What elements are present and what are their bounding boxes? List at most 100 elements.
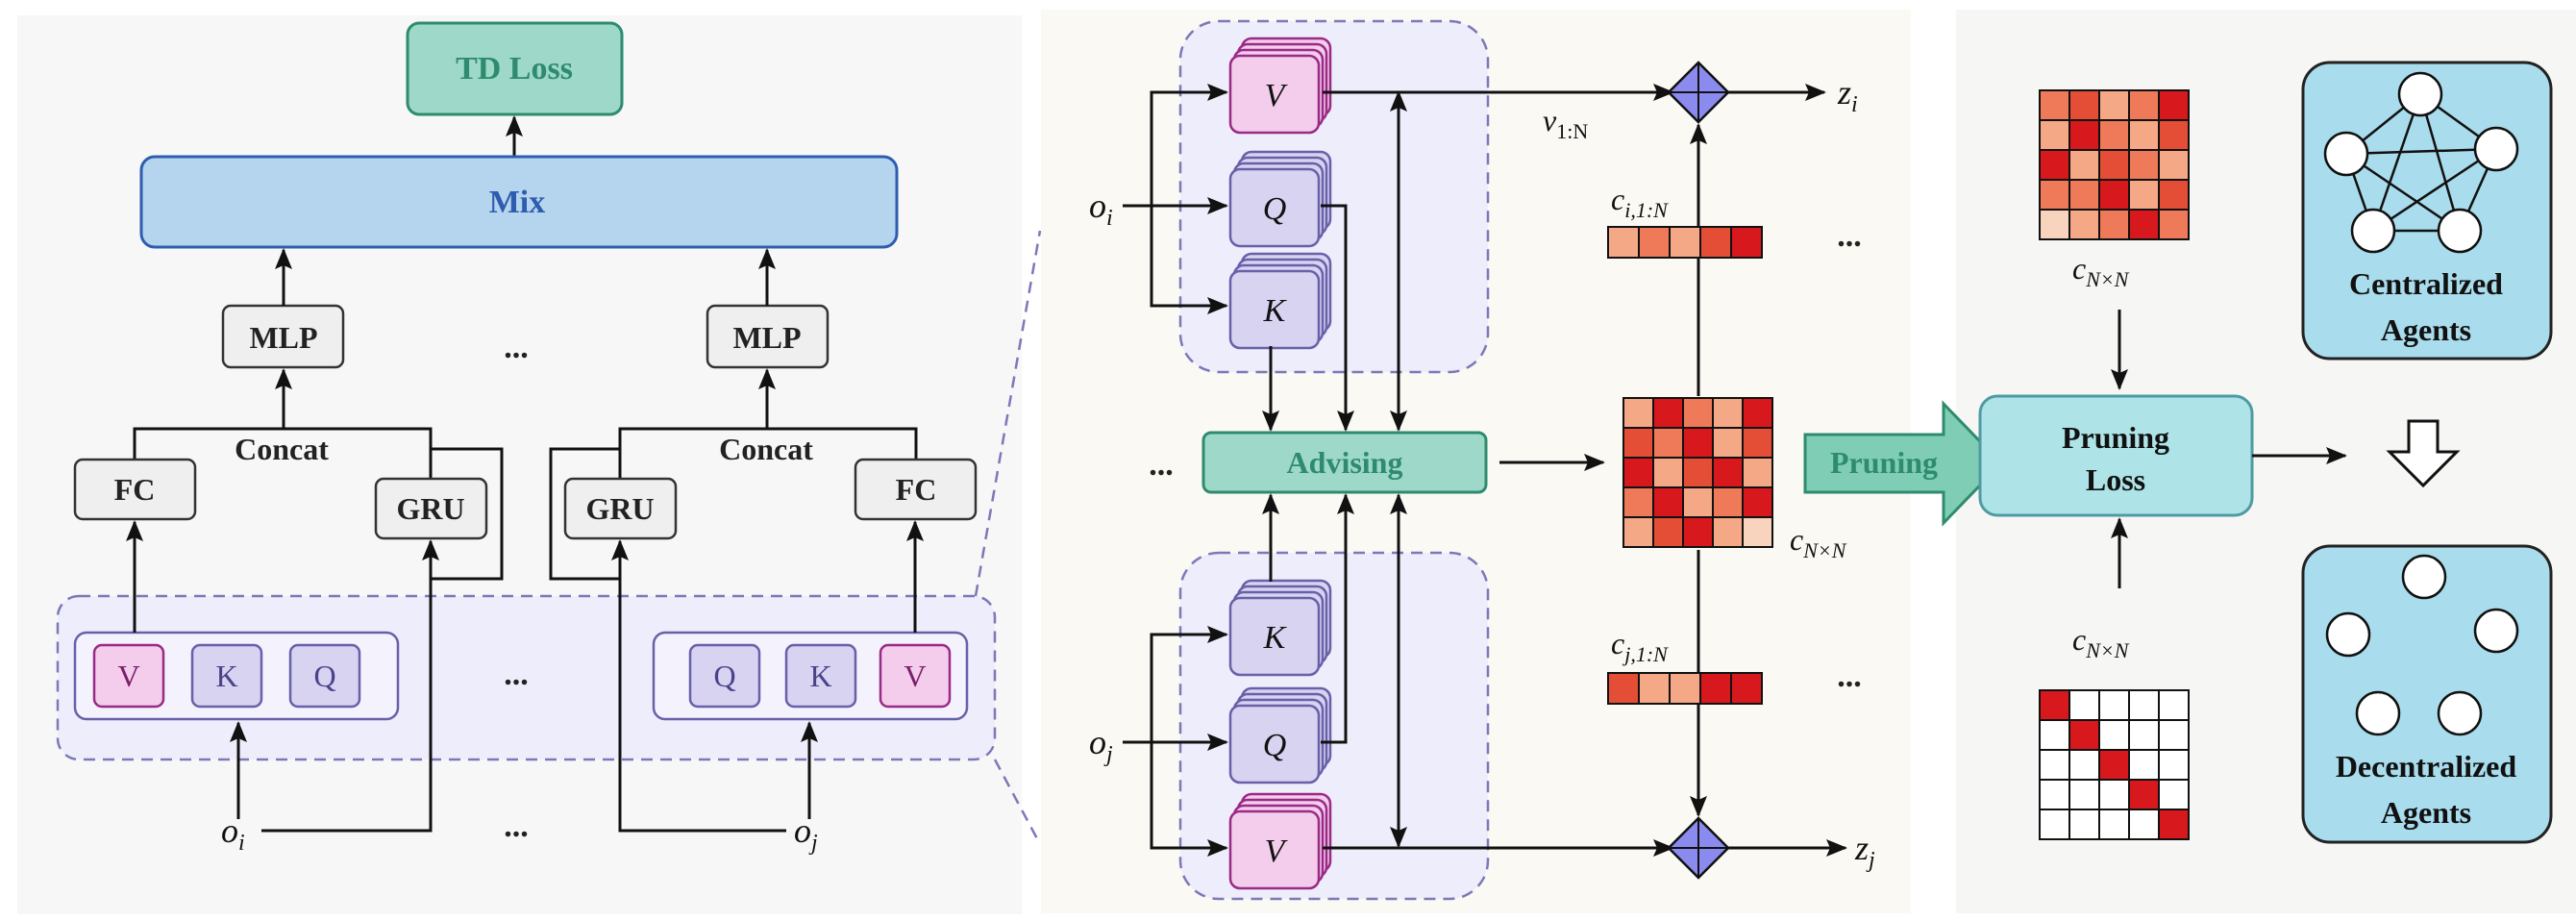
dense-matrix-cell [2128, 119, 2160, 151]
svg-text:Q: Q [713, 659, 735, 693]
gru-right-box: GRU [563, 477, 678, 540]
dense-matrix-cell [2039, 209, 2070, 240]
pruning-loss-box: Pruning Loss [1978, 394, 2254, 517]
advice-matrix-cell [1622, 486, 1654, 518]
advice-matrix-cell [1712, 427, 1744, 459]
dense-matrix-cell [2158, 209, 2190, 240]
fc-left-box: FC [73, 458, 197, 521]
svg-text:oj: oj [794, 811, 818, 856]
identity-matrix-cell [2128, 719, 2160, 751]
dense-matrix-cell [2098, 209, 2130, 240]
dense-matrix-cell [2068, 149, 2100, 181]
obs-i-middle: oi [1089, 187, 1113, 231]
identity-matrix-cell [2068, 719, 2100, 751]
identity-matrix-cell [2039, 809, 2070, 840]
advising-box: Advising [1201, 431, 1488, 494]
agent-node [2473, 126, 2519, 172]
k-box-left: K [190, 643, 263, 709]
advice-matrix-cell [1652, 427, 1684, 459]
dense-matrix-cell [2098, 119, 2130, 151]
advice-row-i-cell [1730, 226, 1763, 259]
c-j-label: cj,1:N [1611, 626, 1669, 666]
advice-row-j-cell [1669, 672, 1701, 705]
advice-matrix-cell [1742, 516, 1773, 548]
gru-left-box: GRU [374, 477, 488, 540]
agent-node [2401, 554, 2447, 600]
advice-matrix-cell [1742, 427, 1773, 459]
advice-row-j-cell [1699, 672, 1732, 705]
identity-matrix-cell [2158, 719, 2190, 751]
identity-matrix-cell [2068, 689, 2100, 721]
advice-row-i-cell [1669, 226, 1701, 259]
advice-matrix-cell [1682, 516, 1714, 548]
svg-text:K: K [809, 659, 831, 693]
v-stack-i: V [1228, 37, 1332, 135]
svg-text:GRU: GRU [585, 491, 654, 526]
advice-row-j-cell [1730, 672, 1763, 705]
advice-row-j-cell [1607, 672, 1640, 705]
agent-node [2397, 71, 2443, 117]
svg-text:cj,1:N: cj,1:N [1611, 626, 1669, 666]
identity-matrix-cell [2039, 689, 2070, 721]
v-box-right: V [879, 643, 952, 709]
advice-row-i-cell [1699, 226, 1732, 259]
svg-text:oj: oj [1089, 723, 1113, 767]
v-label: v1:N [1543, 103, 1588, 143]
identity-matrix-cell [2068, 809, 2100, 840]
q-stack-i: Q [1228, 150, 1332, 248]
advice-matrix-cell [1622, 516, 1654, 548]
svg-text:v1:N: v1:N [1543, 103, 1588, 143]
svg-text:oi: oi [221, 811, 245, 856]
pruning-arrow: Pruning [1803, 400, 2004, 527]
advice-row-i-cell [1638, 226, 1671, 259]
advice-matrix-cell [1622, 457, 1654, 488]
mlp-right-box: MLP [706, 304, 830, 369]
advice-matrix-cell [1652, 457, 1684, 488]
identity-matrix-cell [2098, 809, 2130, 840]
dense-matrix-cell [2039, 149, 2070, 181]
svg-text:Q: Q [1263, 728, 1287, 763]
decentralized-agents-box: Decentralized Agents [2301, 544, 2553, 844]
svg-text:Q: Q [1263, 191, 1287, 227]
dense-matrix-cell [2128, 209, 2160, 240]
svg-text:oi: oi [1089, 187, 1113, 231]
dense-matrix-cell [2068, 209, 2100, 240]
ellipsis-cj: ... [1837, 659, 1862, 694]
advice-matrix-cell [1742, 397, 1773, 429]
svg-text:V: V [904, 659, 926, 693]
k-stack-i: K [1228, 252, 1332, 350]
advice-matrix-cell [1742, 486, 1773, 518]
advice-matrix [1622, 397, 1773, 548]
identity-matrix-cell [2128, 779, 2160, 810]
td-loss-box: TD Loss [406, 21, 624, 116]
c-nn-label-top: cN×N [2072, 251, 2130, 291]
agent-node [2355, 690, 2401, 736]
svg-text:cN×N: cN×N [2072, 622, 2130, 662]
mix-box: Mix [139, 155, 899, 249]
dense-matrix-cell [2068, 179, 2100, 211]
dense-matrix-cell [2098, 149, 2130, 181]
ellipsis-ci: ... [1837, 218, 1862, 254]
identity-matrix-cell [2158, 689, 2190, 721]
agent-node [2323, 131, 2369, 177]
advice-matrix-cell [1622, 427, 1654, 459]
dense-matrix-cell [2068, 89, 2100, 121]
agent-i-attention-group [1178, 19, 1490, 374]
transition-down-arrow [2386, 419, 2461, 488]
svg-text:zi: zi [1837, 73, 1858, 117]
agent-node [2473, 608, 2519, 654]
mlp-left-box: MLP [221, 304, 345, 369]
dense-matrix-cell [2098, 179, 2130, 211]
advice-matrix-cell [1652, 486, 1684, 518]
ellipsis-mlp: ... [504, 330, 529, 365]
advice-matrix-cell [1742, 457, 1773, 488]
identity-matrix-cell [2128, 809, 2160, 840]
agent-node [2350, 208, 2396, 254]
svg-text:cN×N: cN×N [1790, 522, 1847, 562]
svg-text:Loss: Loss [2086, 462, 2145, 497]
dense-matrix-cell [2098, 89, 2130, 121]
c-nn-label-bottom: cN×N [2072, 622, 2130, 662]
svg-text:MLP: MLP [732, 320, 801, 355]
advice-matrix-cell [1712, 516, 1744, 548]
svg-text:FC: FC [896, 472, 937, 507]
